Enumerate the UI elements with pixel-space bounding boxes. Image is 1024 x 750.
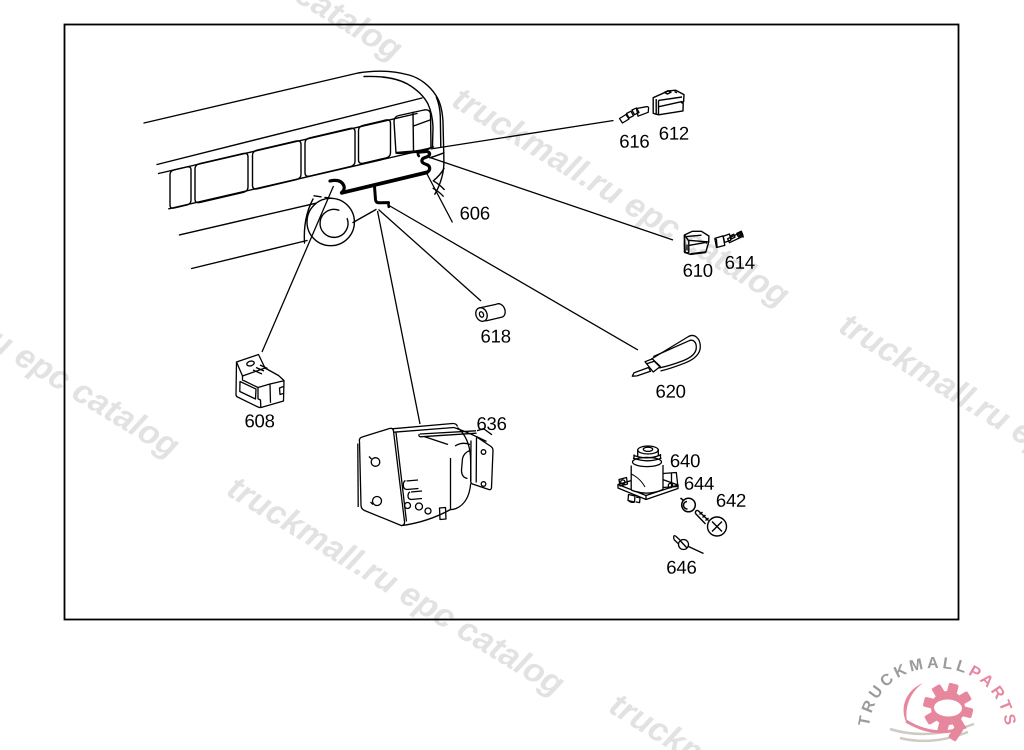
- svg-text:608: 608: [244, 410, 274, 431]
- svg-text:616: 616: [619, 131, 649, 152]
- svg-text:610: 610: [683, 260, 713, 281]
- svg-text:644: 644: [684, 473, 714, 494]
- svg-text:612: 612: [659, 123, 689, 144]
- svg-text:620: 620: [655, 381, 685, 402]
- svg-text:606: 606: [460, 202, 490, 223]
- svg-text:614: 614: [725, 252, 755, 273]
- svg-text:636: 636: [476, 413, 506, 434]
- svg-text:640: 640: [670, 450, 700, 471]
- svg-text:642: 642: [716, 490, 746, 511]
- svg-text:646: 646: [666, 557, 696, 578]
- svg-text:618: 618: [481, 325, 511, 346]
